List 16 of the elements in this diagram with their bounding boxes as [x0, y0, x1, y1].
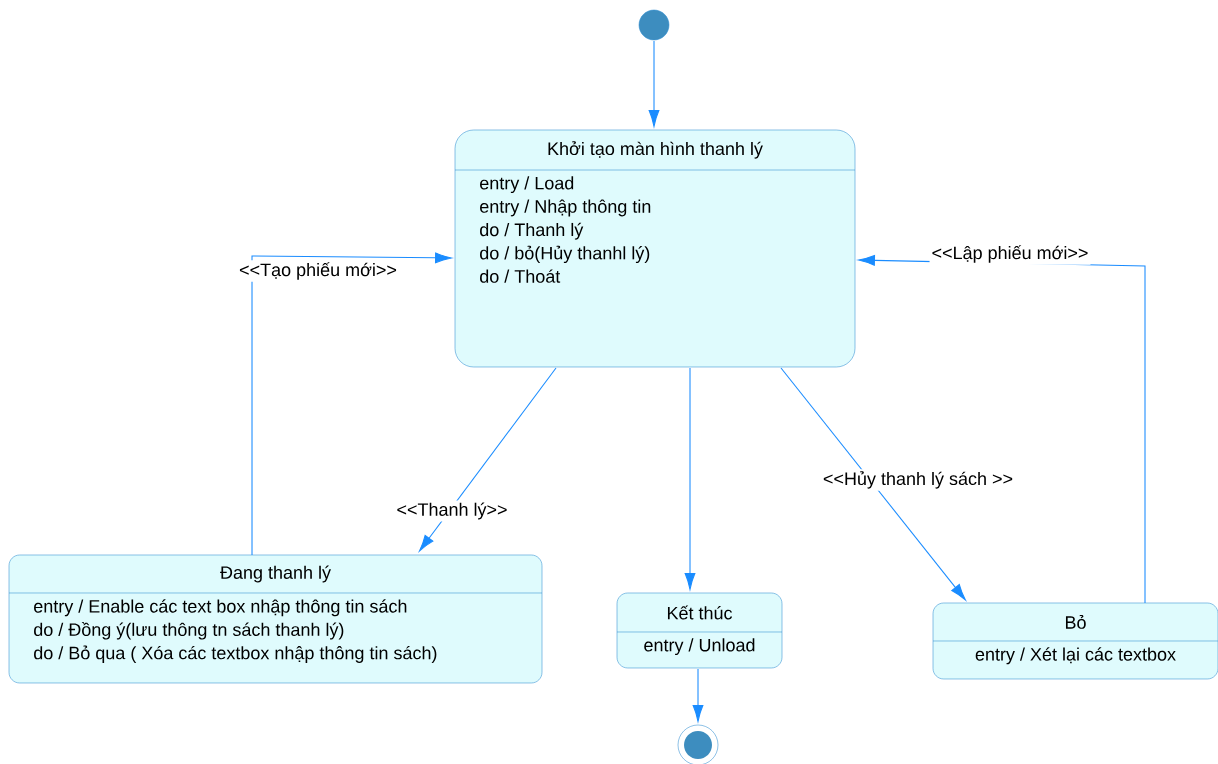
arrow [648, 40, 660, 127]
initial-state [638, 9, 670, 41]
arrow [684, 367, 696, 590]
edge-label: <<Tạo phiếu mới>> [237, 260, 399, 282]
arrow [780, 367, 966, 601]
state-box: Đang thanh lý entry / Enable các text box nhập thông tin sách do / Đồng ý(lưu thông tn sách thanh lý) do / Bỏ qua ( Xóa các textbox nhập thông tin sách) [8, 554, 543, 684]
state-box: Bỏ entry / Xét lại các textbox [932, 602, 1218, 680]
final-state [677, 724, 719, 764]
state-box: Khởi tạo màn hình thanh lý entry / Load entry / Nhập thông tin do / Thanh lý do / bỏ(Hủy thanhl lý) do / Thoát [454, 129, 856, 368]
arrow [419, 367, 557, 552]
arrow [251, 252, 452, 556]
edge-label: <<Hủy thanh lý sách >> [820, 469, 1016, 491]
edge-label: <<Lập phiếu mới>> [929, 243, 1091, 265]
arrow [692, 668, 704, 722]
edge-label: <<Thanh lý>> [394, 500, 510, 522]
state-box: Kết thúc entry / Unload [616, 592, 783, 669]
